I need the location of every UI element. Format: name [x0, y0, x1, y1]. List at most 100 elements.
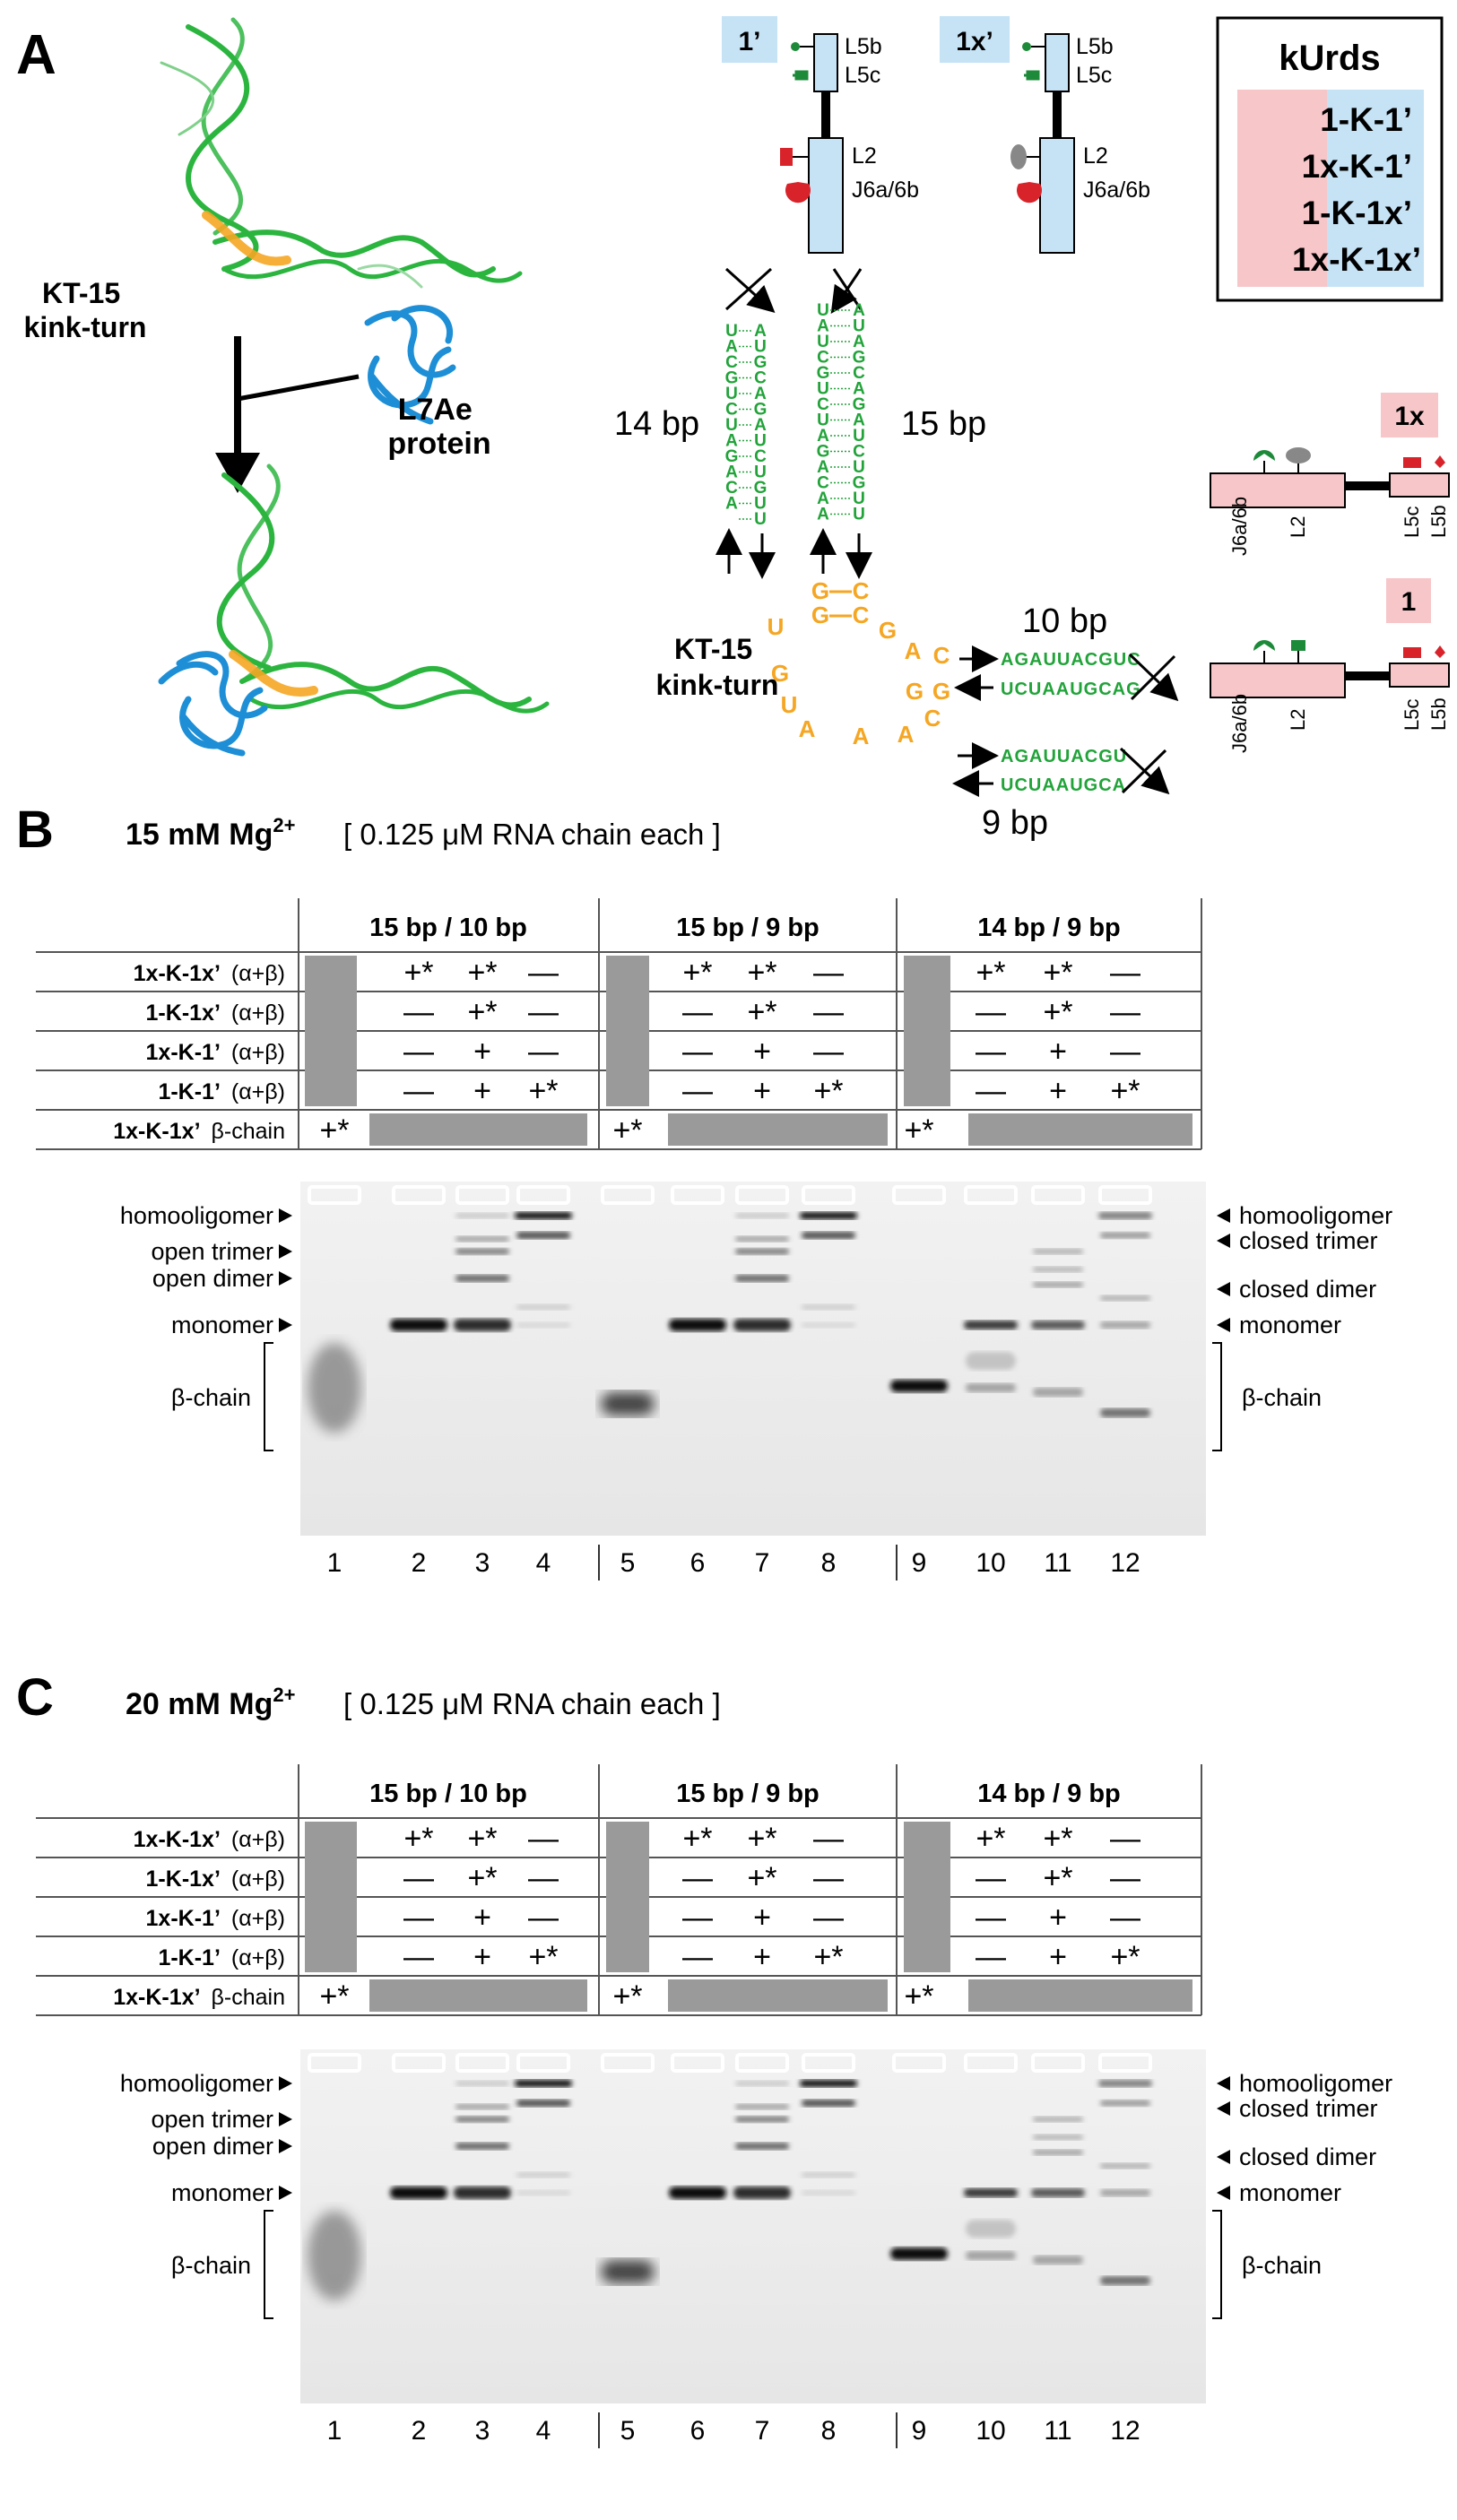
lane-cell: + [473, 1074, 491, 1108]
bp-15-label: 15 bp [901, 405, 986, 443]
gel-band [390, 1319, 447, 1331]
gel-band [800, 1212, 857, 1219]
gel-band [802, 2100, 855, 2107]
lane-cell: — [813, 1901, 844, 1935]
band-label-left: open trimer [151, 1238, 273, 1265]
gel-band [802, 2172, 855, 2178]
svg-text:UCUAAUGCAG: UCUAAUGCAG [1001, 680, 1141, 699]
lane-cell: +* [1043, 995, 1072, 1029]
panel-b-mg: 15 mM Mg2+ [126, 814, 295, 852]
gel-band [735, 1236, 789, 1242]
lane-cell: — [1110, 1822, 1140, 1856]
panel-c-conc: [ 0.125 μM RNA chain each ] [343, 1687, 721, 1720]
gel-band [1033, 1267, 1083, 1272]
lane-number: 7 [755, 1548, 770, 1578]
gel-band [966, 2220, 1016, 2238]
base-letter: A [725, 463, 738, 482]
base-letter: A [817, 317, 829, 336]
base-letter: U [817, 333, 829, 351]
gel-band [733, 2187, 791, 2199]
lane-cell: + [753, 1940, 771, 1974]
gel-band [1031, 2188, 1085, 2197]
beta-cell: +* [319, 1113, 349, 1147]
lane-cell: — [682, 1861, 713, 1895]
base-letter: C [725, 401, 738, 420]
base-letter: G [853, 349, 866, 368]
gel-band [454, 2187, 511, 2199]
l5b-label: L5b [845, 34, 882, 59]
bp-10-label: 10 bp [1022, 602, 1107, 640]
lane-number: 10 [976, 1548, 1005, 1578]
kt-protein-complex [158, 463, 550, 757]
panel-c: C 20 mM Mg2+ [ 0.125 μM RNA chain each ]… [16, 1668, 1392, 2448]
gel-band [455, 1275, 509, 1282]
kt-base: G [932, 678, 950, 705]
base-letter: C [725, 479, 738, 498]
lane-cell: +* [528, 1074, 558, 1108]
kt-base: A [898, 721, 915, 748]
lane-cell: + [473, 1901, 491, 1935]
band-label-right: β-chain [1242, 1384, 1322, 1411]
band-label-right: β-chain [1242, 2252, 1322, 2279]
base-letter: A [817, 427, 829, 446]
kt-base: G [879, 617, 897, 644]
lane-cell: + [753, 1901, 771, 1935]
svg-text:UCUAAUGCA: UCUAAUGCA [1001, 775, 1126, 795]
group-header: 15 bp / 10 bp [369, 1780, 527, 1808]
kt-base: C [924, 705, 941, 732]
gel-band [1033, 1249, 1083, 1254]
base-letter: A [853, 333, 865, 351]
base-letter: A [853, 380, 865, 399]
svg-text:J6a/6b: J6a/6b [1083, 178, 1150, 203]
base-letter: U [725, 322, 738, 341]
gel-band [601, 2260, 655, 2283]
l2-gray-motif-icon [1010, 144, 1027, 169]
gel-background [300, 2049, 1206, 2403]
base-letter: U [853, 427, 865, 446]
lane-cell: +* [528, 1940, 558, 1974]
svg-text:J6a/6b: J6a/6b [1228, 497, 1251, 556]
lane-cell: — [976, 1901, 1006, 1935]
lane-cell: — [528, 995, 559, 1029]
base-letter: U [817, 380, 829, 399]
row-label: 1x-K-1x’(α+β) [134, 961, 285, 986]
panel-b: B 15 mM Mg2+ [ 0.125 μM RNA chain each ]… [16, 801, 1392, 1580]
lane-cell: +* [403, 956, 433, 990]
lane-cell: +* [747, 995, 776, 1029]
gel-band [890, 1380, 948, 1392]
base-letter: A [725, 495, 738, 514]
lane-cell: — [1110, 1901, 1140, 1935]
lane-number: 4 [536, 1548, 551, 1578]
j6a-6b-receptor-icon [1253, 640, 1275, 651]
lane-cell: — [976, 1861, 1006, 1895]
lane-cell: +* [1110, 1074, 1140, 1108]
lane-cell: +* [467, 1861, 497, 1895]
gel-band [1100, 1295, 1150, 1301]
base-letter: A [754, 385, 767, 403]
base-letter: U [754, 495, 767, 514]
protein-label: L7Ae protein [387, 393, 490, 461]
base-letter: G [725, 447, 739, 466]
lane-number: 6 [690, 2416, 706, 2446]
lane-number: 9 [912, 2416, 927, 2446]
j6a-6b-receptor-icon [785, 182, 811, 204]
gel-band [735, 2143, 789, 2150]
gel-band [1033, 2117, 1083, 2122]
l2-receptor-icon [780, 148, 793, 166]
lane-cell: +* [682, 1822, 712, 1856]
lane-cell: — [528, 1901, 559, 1935]
band-label-left: open trimer [151, 2106, 273, 2133]
gel-background [300, 1182, 1206, 1536]
gel-band [966, 2251, 1016, 2260]
base-letter: C [754, 369, 767, 388]
base-letter: U [725, 416, 738, 435]
kt-base: C [933, 642, 950, 669]
base-letter: U [754, 432, 767, 451]
gel-band [669, 2187, 726, 2199]
group-header: 15 bp / 9 bp [676, 1780, 820, 1808]
gel-band [455, 1236, 509, 1242]
svg-text:AGAUUACGU: AGAUUACGU [1001, 747, 1127, 766]
tag-1-prime [722, 16, 777, 63]
svg-text:1x: 1x [1394, 402, 1425, 431]
lane-cell: + [1049, 1901, 1067, 1935]
